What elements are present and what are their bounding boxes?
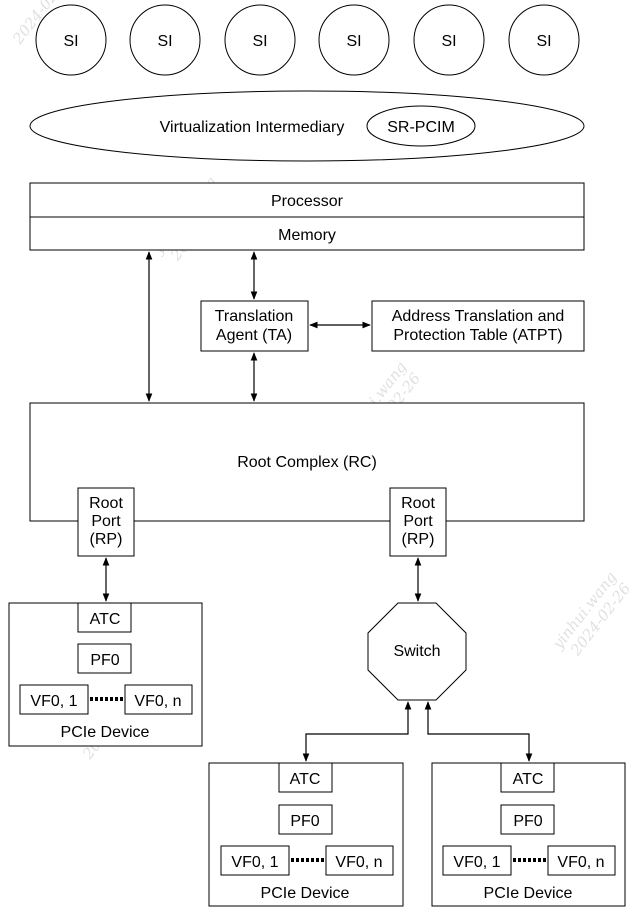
connectors (102, 251, 533, 762)
switch-device-right-arrow (424, 701, 533, 762)
si-2: SI (129, 4, 201, 76)
memory-label: Memory (278, 227, 336, 244)
si-label: SI (441, 33, 456, 50)
root-port-right: Root Port (RP) (389, 487, 447, 557)
vf-first-label: VF0, 1 (30, 693, 77, 710)
pcie-device-right: ATC PF0 VF0, 1 VF0, n PCIe Device (431, 762, 626, 907)
atpt-label-line-1: Address Translation and (392, 308, 565, 325)
pf0-label: PF0 (290, 813, 319, 830)
si-label: SI (157, 33, 172, 50)
si-4: SI (318, 4, 390, 76)
vf-last-box (124, 684, 193, 715)
pcie-device-left: ATC PF0 VF0, 1 VF0, n PCIe Device (8, 602, 203, 747)
vf-first-box (19, 684, 89, 715)
switch-label: Switch (393, 643, 440, 660)
pf0-label: PF0 (513, 813, 542, 830)
system-images: SI SI SI SI SI SI (35, 4, 580, 76)
pf0-box (500, 804, 555, 835)
rp-label-line-2: Port (91, 513, 121, 530)
atc-label: ATC (513, 771, 544, 788)
pf0-box (278, 804, 333, 835)
processor-label: Processor (271, 193, 344, 210)
rp-label-line-3: (RP) (402, 531, 435, 548)
ta-label-line-1: Translation (215, 308, 294, 325)
vf-last-label: VF0, n (134, 693, 181, 710)
atpt: Address Translation and Protection Table… (371, 300, 585, 352)
memory-box (29, 216, 585, 251)
pcie-device-label: PCIe Device (484, 885, 573, 902)
pf0-box (77, 643, 132, 674)
pcie-device-middle: ATC PF0 VF0, 1 VF0, n PCIe Device (208, 762, 404, 907)
sr-pcim: SR-PCIM (366, 105, 476, 147)
vf-last-label: VF0, n (557, 854, 604, 871)
si-5: SI (413, 4, 485, 76)
rp-label-line-2: Port (403, 513, 433, 530)
si-6: SI (508, 4, 580, 76)
si-3: SI (224, 4, 296, 76)
rp-label-line-3: (RP) (90, 531, 123, 548)
si-1: SI (35, 4, 107, 76)
atc-box (500, 762, 555, 793)
atc-label: ATC (290, 771, 321, 788)
virtualization-intermediary: Virtualization Intermediary SR-PCIM (29, 90, 585, 162)
switch-device-left-arrow (302, 701, 412, 762)
vf-last-box (325, 845, 394, 876)
si-label: SI (536, 33, 551, 50)
vf-first-box (442, 845, 512, 876)
vf-last-box (547, 845, 616, 876)
pcie-device-label: PCIe Device (61, 724, 150, 741)
vf-first-label: VF0, 1 (231, 854, 278, 871)
processor-box (29, 182, 585, 218)
translation-agent: Translation Agent (TA) (200, 300, 309, 352)
rp-label-line-1: Root (401, 495, 435, 512)
ta-label-line-2: Agent (TA) (216, 327, 292, 344)
switch: Switch (367, 602, 467, 701)
si-label: SI (252, 33, 267, 50)
atc-box (77, 602, 132, 633)
si-label: SI (63, 33, 78, 50)
sr-pcim-label: SR-PCIM (387, 119, 455, 136)
vi-label: Virtualization Intermediary (160, 119, 345, 136)
atc-label: ATC (90, 611, 121, 628)
pcie-device-label: PCIe Device (261, 885, 350, 902)
atc-box (278, 762, 333, 793)
vf-last-label: VF0, n (335, 854, 382, 871)
processor-memory-block: Processor Memory (29, 182, 585, 251)
vf-first-label: VF0, 1 (453, 854, 500, 871)
pf0-label: PF0 (90, 652, 119, 669)
si-label: SI (346, 33, 361, 50)
atpt-label-line-2: Protection Table (ATPT) (393, 327, 562, 344)
root-port-left: Root Port (RP) (77, 487, 135, 557)
rp-label-line-1: Root (89, 495, 123, 512)
root-complex-label: Root Complex (RC) (237, 454, 377, 471)
vf-first-box (220, 845, 290, 876)
